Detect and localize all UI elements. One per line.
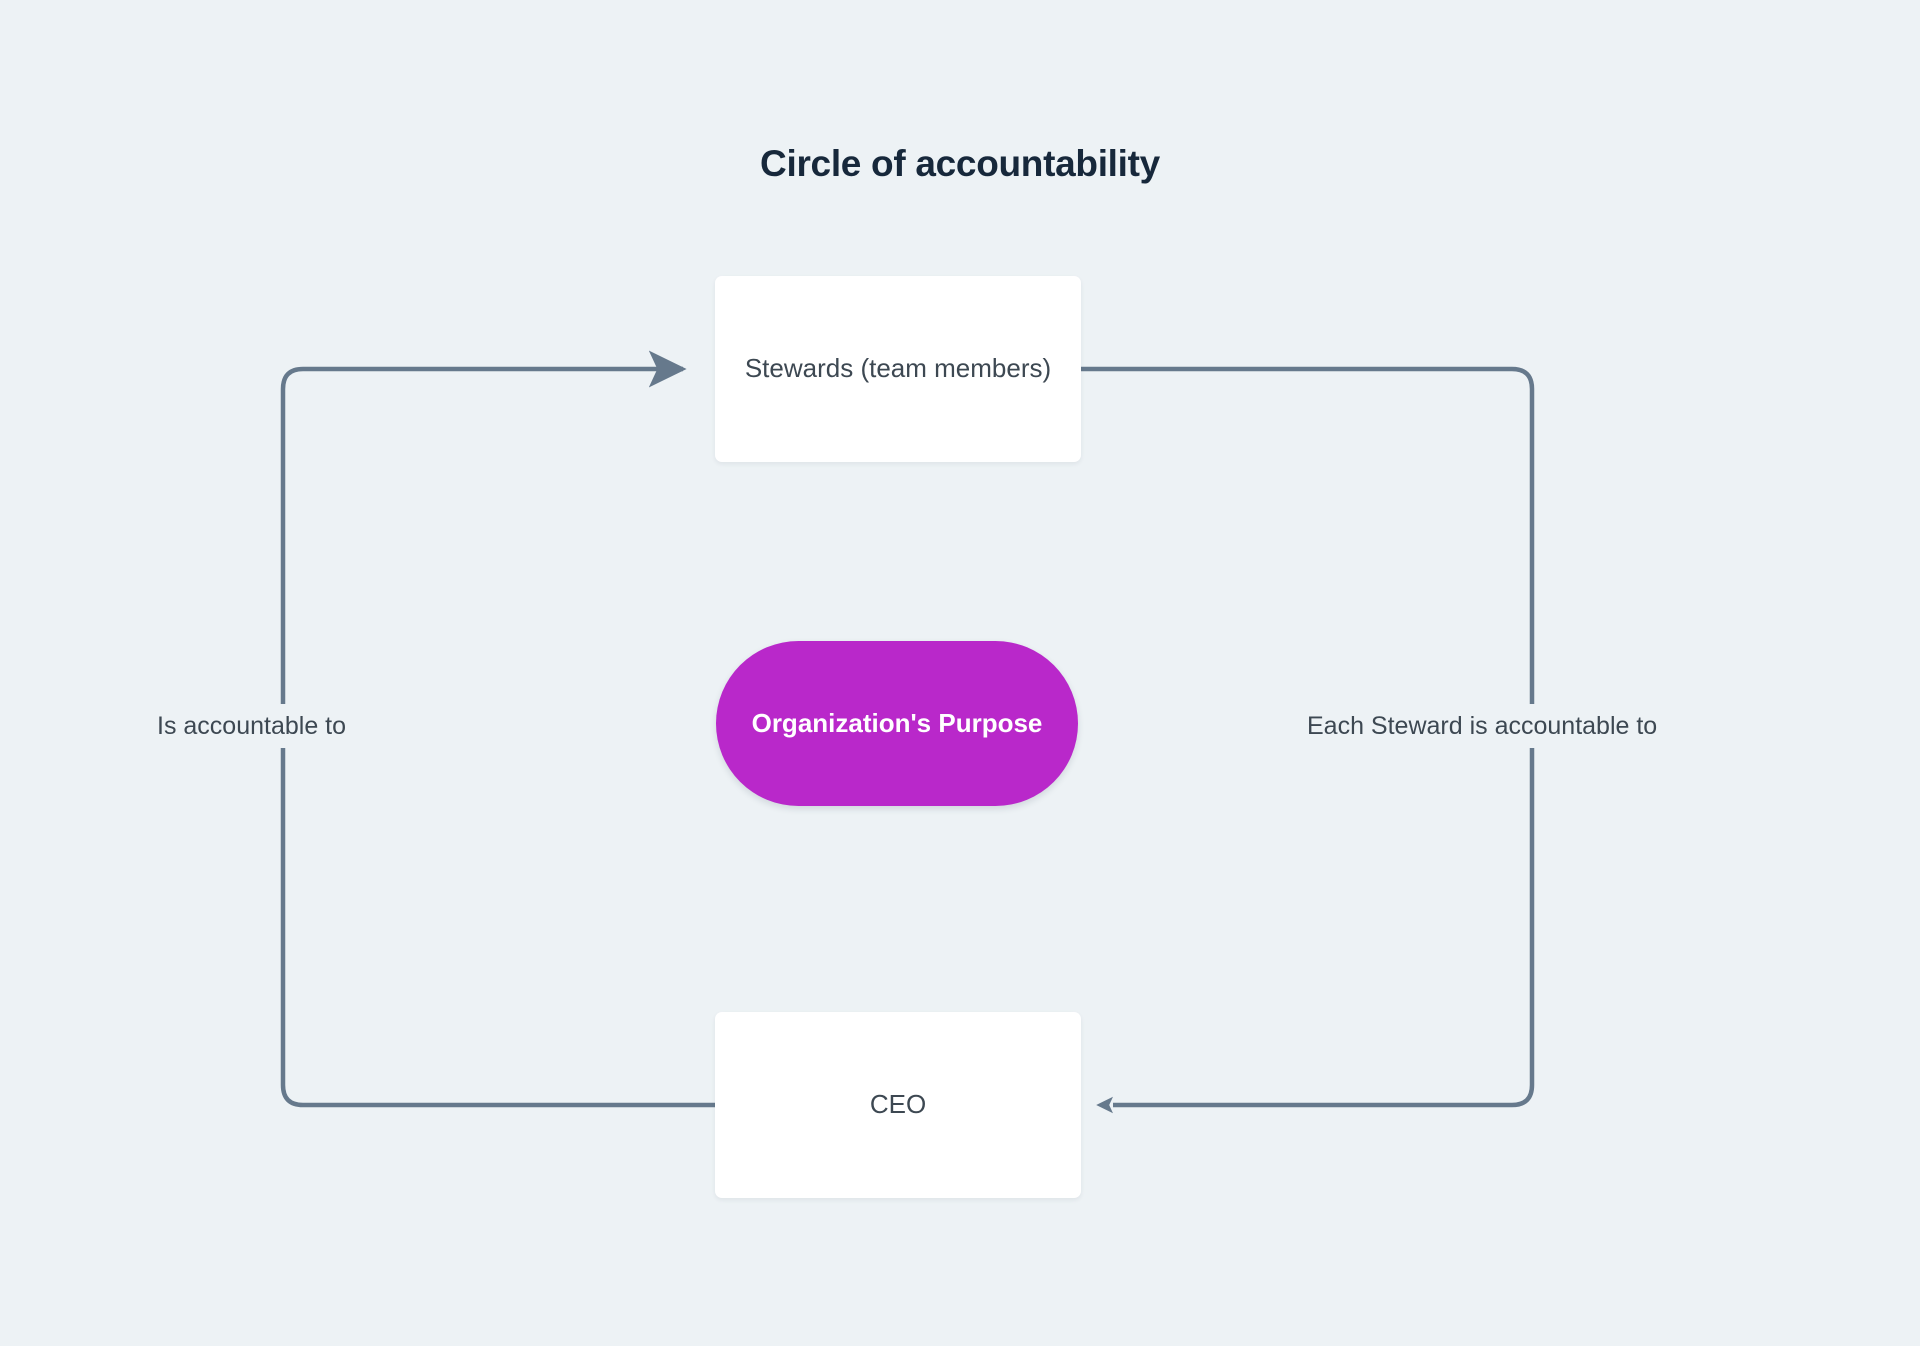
node-stewards[interactable]: Stewards (team members) <box>715 276 1081 462</box>
edge-label-is-accountable-to: Is accountable to <box>148 704 356 748</box>
node-ceo-label: CEO <box>869 1089 927 1120</box>
node-purpose-label: Organization's Purpose <box>751 708 1043 739</box>
page-title: Circle of accountability <box>760 143 1160 184</box>
node-ceo[interactable]: CEO <box>715 1012 1081 1198</box>
node-organizations-purpose[interactable]: Organization's Purpose <box>716 641 1078 806</box>
edge-label-each-steward-is-accountable-to: Each Steward is accountable to <box>1298 704 1667 748</box>
arrowhead-into-ceo <box>1096 1096 1113 1114</box>
node-stewards-label: Stewards (team members) <box>744 353 1052 384</box>
